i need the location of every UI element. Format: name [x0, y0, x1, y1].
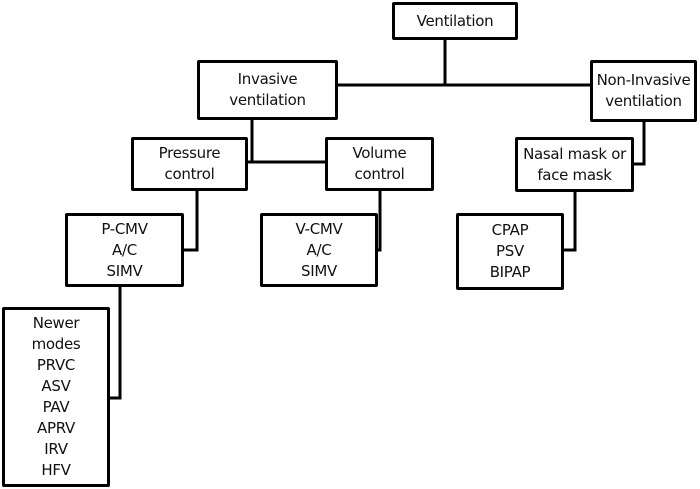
node-label-line: P-CMV	[101, 219, 148, 238]
node-label-line: A/C	[306, 240, 332, 259]
node-label-line: SIMV	[106, 261, 143, 280]
node-label-line: Pressure	[158, 144, 221, 162]
node-label-line: Invasive	[237, 70, 298, 88]
node-label-line: Non-Invasive	[596, 71, 691, 89]
node-label-line: control	[164, 165, 215, 183]
node-label-line: modes	[31, 335, 81, 353]
node-label-line: SIMV	[301, 261, 337, 280]
node-label-line: ASV	[41, 377, 71, 395]
node-pressure-modes: P-CMV A/C SIMV	[65, 213, 184, 287]
node-niv-modes: CPAP PSV BIPAP	[456, 213, 564, 290]
node-label-line: A/C	[112, 240, 137, 259]
node-label-line: ventilation	[605, 92, 682, 110]
edge-nasal-mask-to-niv-modes	[564, 192, 577, 252]
node-nasal-or-face-mask: Nasal mask or face mask	[515, 137, 634, 192]
node-label-line: PRVC	[36, 356, 76, 374]
node-label-line: Ventilation	[416, 11, 494, 30]
node-volume-modes: V-CMV A/C SIMV	[260, 213, 378, 287]
node-label-line: Newer	[32, 314, 80, 332]
node-non-invasive-ventilation: Non-Invasive ventilation	[590, 60, 697, 122]
node-volume-control: Volume control	[325, 137, 434, 191]
node-label-line: V-CMV	[295, 219, 343, 238]
edge-non-invasive-to-nasal-mask	[634, 122, 646, 166]
node-label-line: CPAP	[491, 221, 529, 239]
node-label-line: IRV	[44, 440, 68, 458]
node-newer-modes: Newer modes PRVC ASV PAV APRV IRV HFV	[2, 307, 110, 487]
node-pressure-control: Pressure control	[131, 137, 248, 191]
node-label-line: face mask	[537, 165, 612, 184]
node-ventilation: Ventilation	[392, 2, 518, 40]
edge-pressure-modes-to-newer-modes	[110, 287, 122, 400]
node-label-line: ventilation	[229, 91, 306, 109]
node-label-line: HFV	[41, 461, 71, 479]
node-label-line: BIPAP	[489, 263, 531, 281]
edge-pressure-control-to-modes	[184, 191, 199, 252]
node-label-line: control	[354, 165, 405, 183]
node-label-line: PSV	[496, 242, 524, 260]
edge-volume-control-to-modes	[378, 191, 382, 252]
node-label-line: PAV	[42, 398, 70, 416]
node-label-line: APRV	[37, 419, 75, 437]
node-invasive-ventilation: Invasive ventilation	[197, 60, 338, 120]
node-label-line: Nasal mask or	[523, 144, 626, 163]
node-label-line: Volume	[352, 144, 407, 162]
